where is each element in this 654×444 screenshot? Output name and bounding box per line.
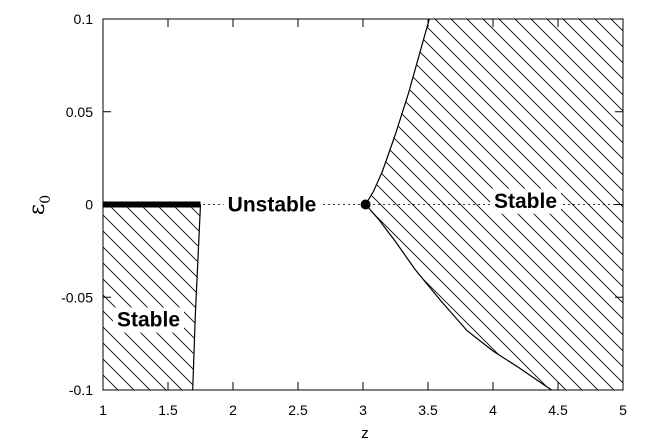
x-tick-label: 3 — [359, 402, 367, 418]
x-tick-label: 1.5 — [158, 402, 178, 418]
x-tick-label: 3.5 — [418, 402, 438, 418]
right-lower-boundary — [365, 204, 552, 390]
right-upper-boundary — [365, 19, 430, 205]
x-axis-title: z — [361, 425, 369, 442]
y-axis-title-subscript: 0 — [38, 195, 54, 204]
axes: 1 1.5 2 2.5 3 3.5 4 4.5 5 -0.1 -0.05 0 0.05 0.1 — [61, 11, 627, 418]
y-tick-label: -0.1 — [69, 382, 93, 398]
x-tick-label: 5 — [619, 402, 627, 418]
x-tick-label: 4.5 — [548, 402, 568, 418]
region-label-background — [112, 307, 185, 333]
region-label-background — [223, 192, 321, 218]
x-tick-label: 2 — [229, 402, 237, 418]
y-axis-title: ε0 — [25, 195, 54, 215]
left-stable-region — [103, 204, 201, 390]
critical-point — [360, 199, 371, 210]
x-tick-label: 1 — [99, 402, 107, 418]
left-stable-boundary — [192, 204, 202, 390]
y-tick-label: 0.05 — [66, 104, 93, 120]
y-tick-label: -0.05 — [61, 289, 93, 305]
y-tick-label: 0 — [85, 197, 93, 213]
y-axis-title-main: ε — [25, 204, 50, 215]
region-label-background — [489, 188, 562, 214]
svg-text:ε0: ε0 — [25, 195, 54, 215]
y-tick-label: 0.1 — [74, 11, 94, 27]
region-label-stable: Stable — [117, 309, 180, 332]
region-label-stable: Stable — [494, 190, 557, 213]
region-label-unstable: Unstable — [228, 194, 317, 217]
x-tick-label: 2.5 — [288, 402, 308, 418]
x-tick-label: 4 — [489, 402, 497, 418]
